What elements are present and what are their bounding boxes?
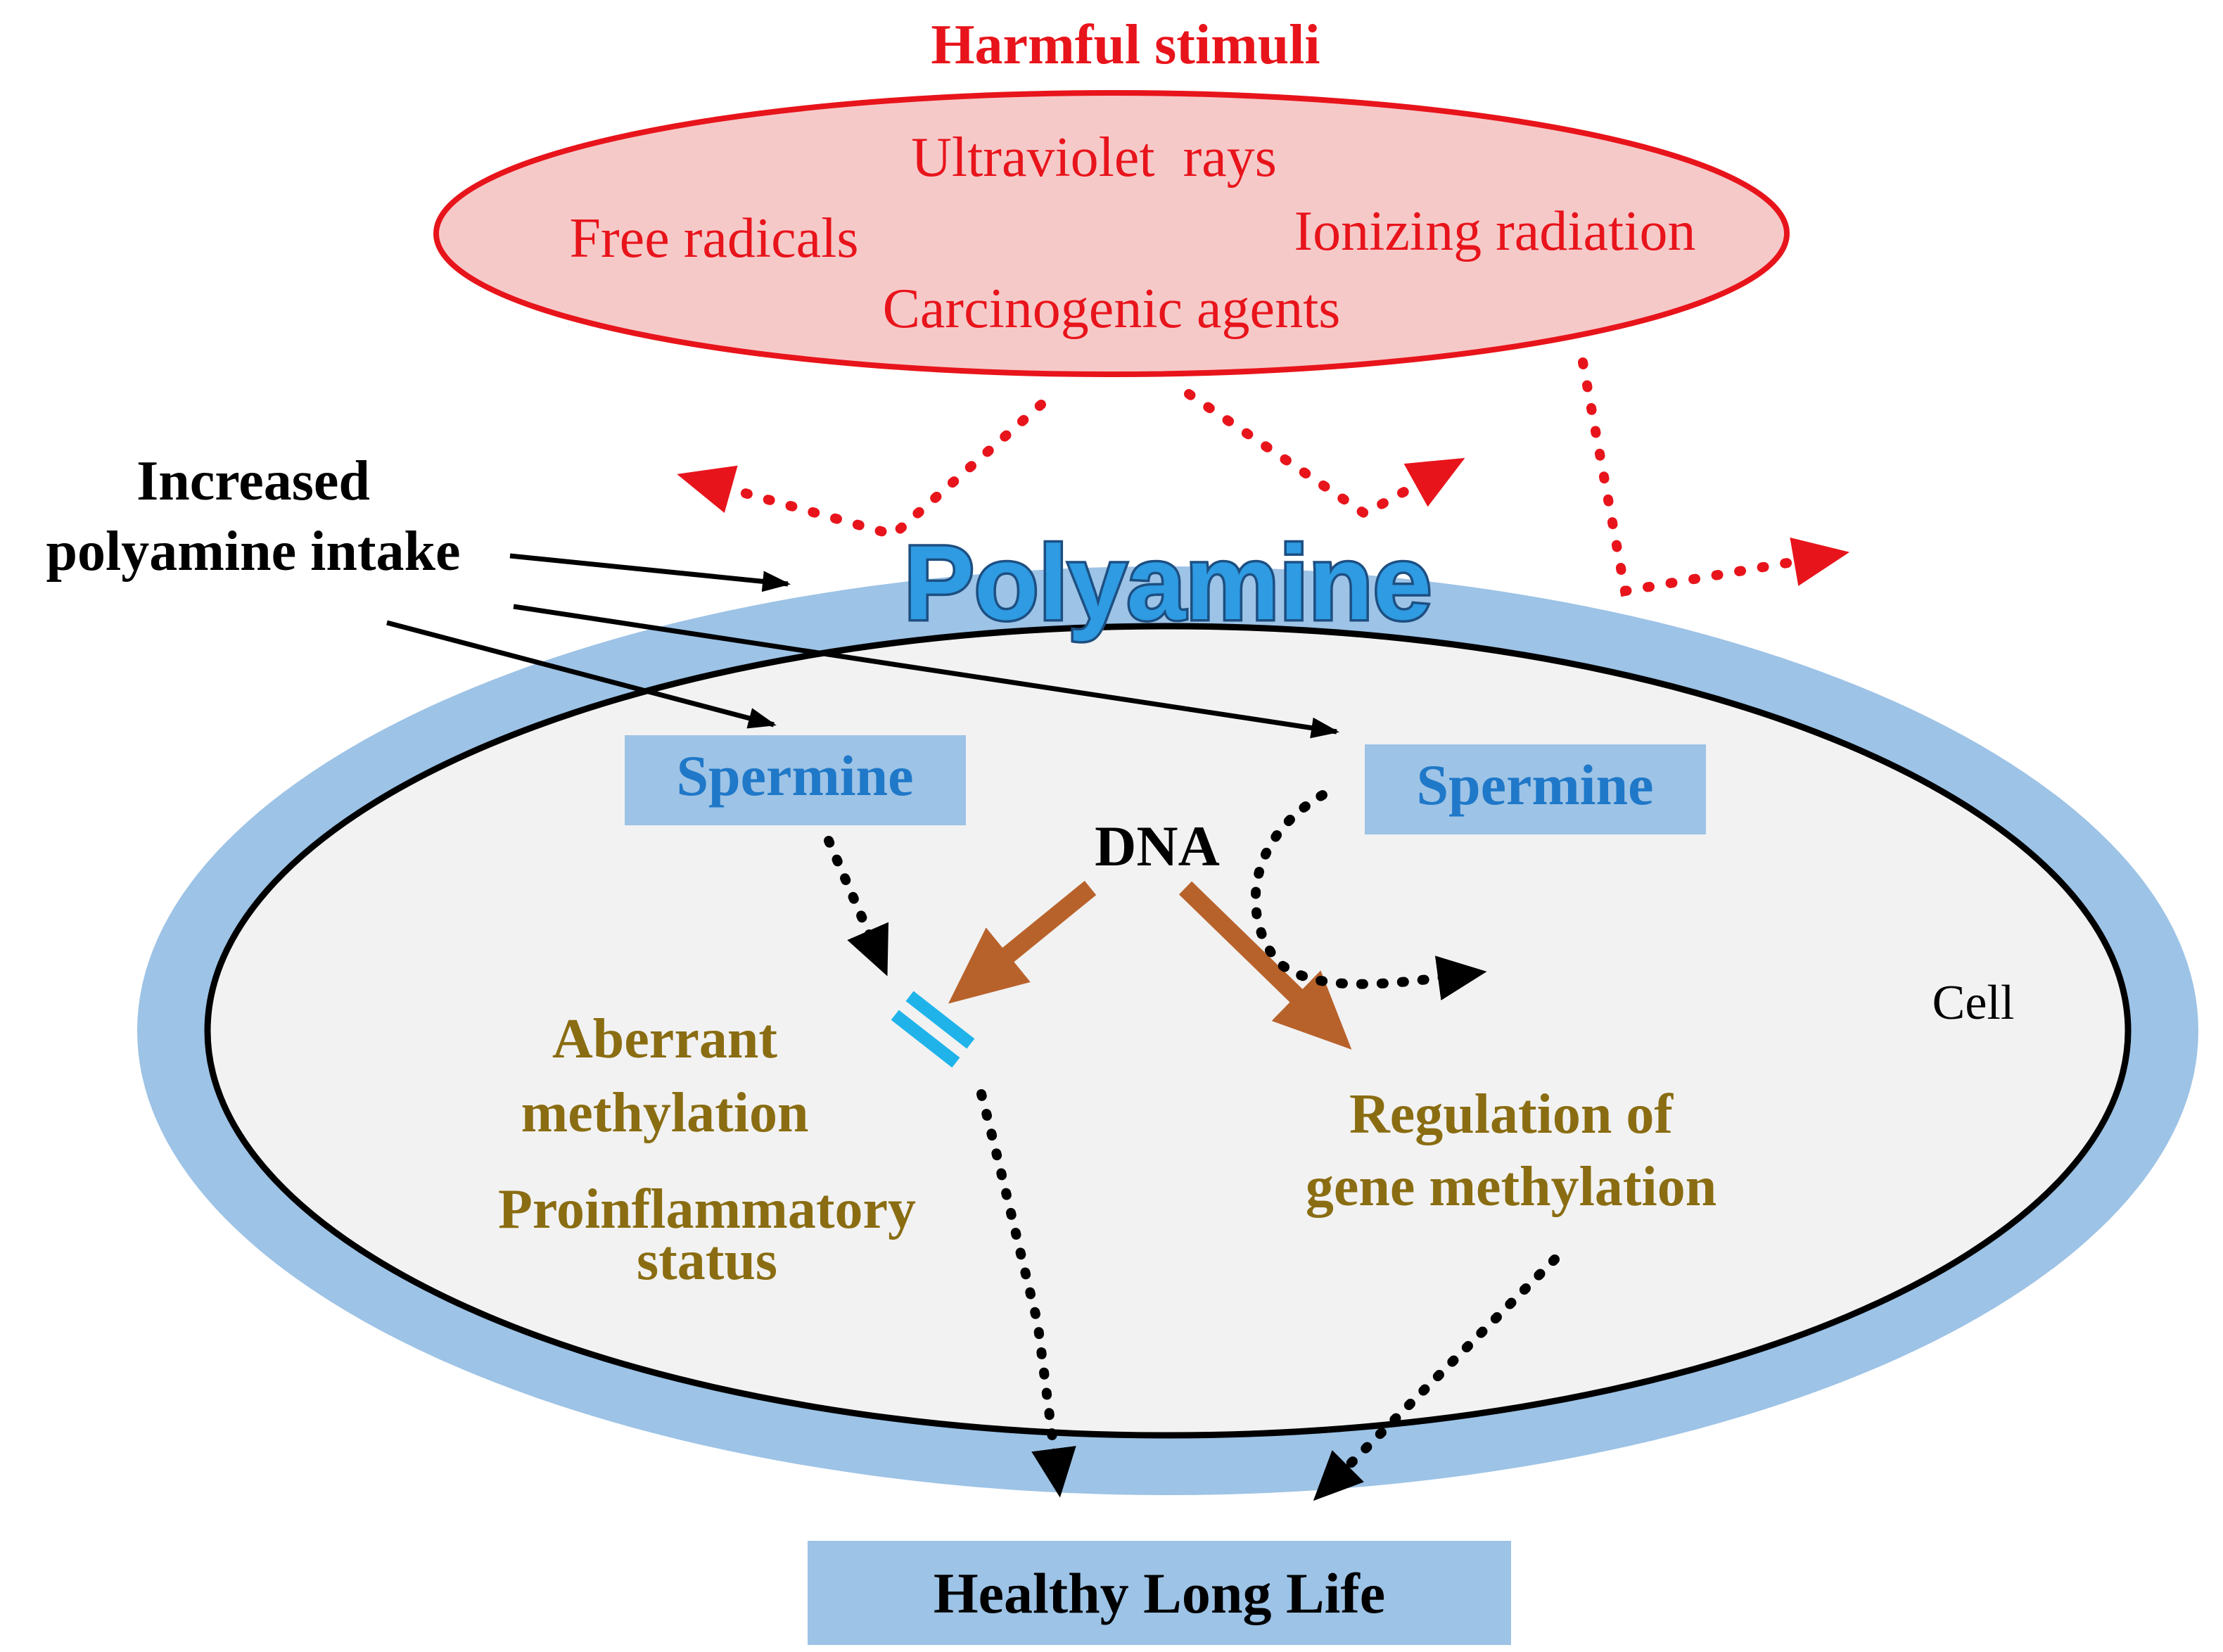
stimuli-arrow-right — [1578, 357, 1850, 597]
intake-label-line1: Increased — [136, 450, 370, 512]
polyamine-label: Polyamine — [904, 523, 1432, 642]
spermine-right-label: Spermine — [1416, 753, 1653, 817]
cell-interior — [204, 623, 2132, 1439]
block-to-outcome-arrow — [976, 1089, 1076, 1498]
proinflammatory-label-line1: Proinflammatory — [498, 1178, 916, 1240]
outcome-label: Healthy Long Life — [934, 1561, 1385, 1625]
regulation-label-line1: Regulation of — [1349, 1084, 1674, 1145]
intake-label-line2: polyamine intake — [46, 521, 461, 583]
stimulus-free-radicals: Free radicals — [570, 208, 859, 269]
dna-label: DNA — [1095, 814, 1220, 878]
dna-arrow-right — [1178, 881, 1352, 1050]
stimulus-carcinogenic: Carcinogenic agents — [883, 278, 1341, 340]
spermine-left-box — [625, 735, 966, 825]
spermine-right-box — [1365, 744, 1706, 834]
intake-arrow-to-spermine-right — [513, 604, 1339, 739]
inhibition-block-icon — [891, 991, 975, 1068]
outcome-box — [808, 1541, 1511, 1645]
cell-label: Cell — [1932, 976, 2015, 1030]
diagram-title: Harmful stimuli — [931, 14, 1320, 76]
stimuli-arrow-left — [677, 400, 1046, 540]
spermine-left-to-block-arrow — [824, 836, 888, 977]
intake-arrow-to-spermine-left — [386, 620, 777, 729]
stimulus-ionizing: Ionizing radiation — [1294, 201, 1696, 262]
spermine-right-curve-arrow — [1250, 790, 1487, 1000]
stimulus-ultraviolet: Ultraviolet rays — [911, 127, 1277, 189]
aberrant-label-line2: methylation — [521, 1082, 809, 1144]
aberrant-label-line1: Aberrant — [552, 1008, 777, 1070]
proinflammatory-label-line2: status — [637, 1230, 777, 1292]
dna-arrow-left — [948, 880, 1097, 1004]
stimuli-ellipse — [433, 90, 1790, 377]
regulation-label-line2: gene methylation — [1306, 1156, 1716, 1218]
stimuli-arrow-middle — [1184, 389, 1465, 520]
intake-arrow-to-membrane — [509, 553, 791, 592]
spermine-left-label: Spermine — [676, 744, 913, 808]
